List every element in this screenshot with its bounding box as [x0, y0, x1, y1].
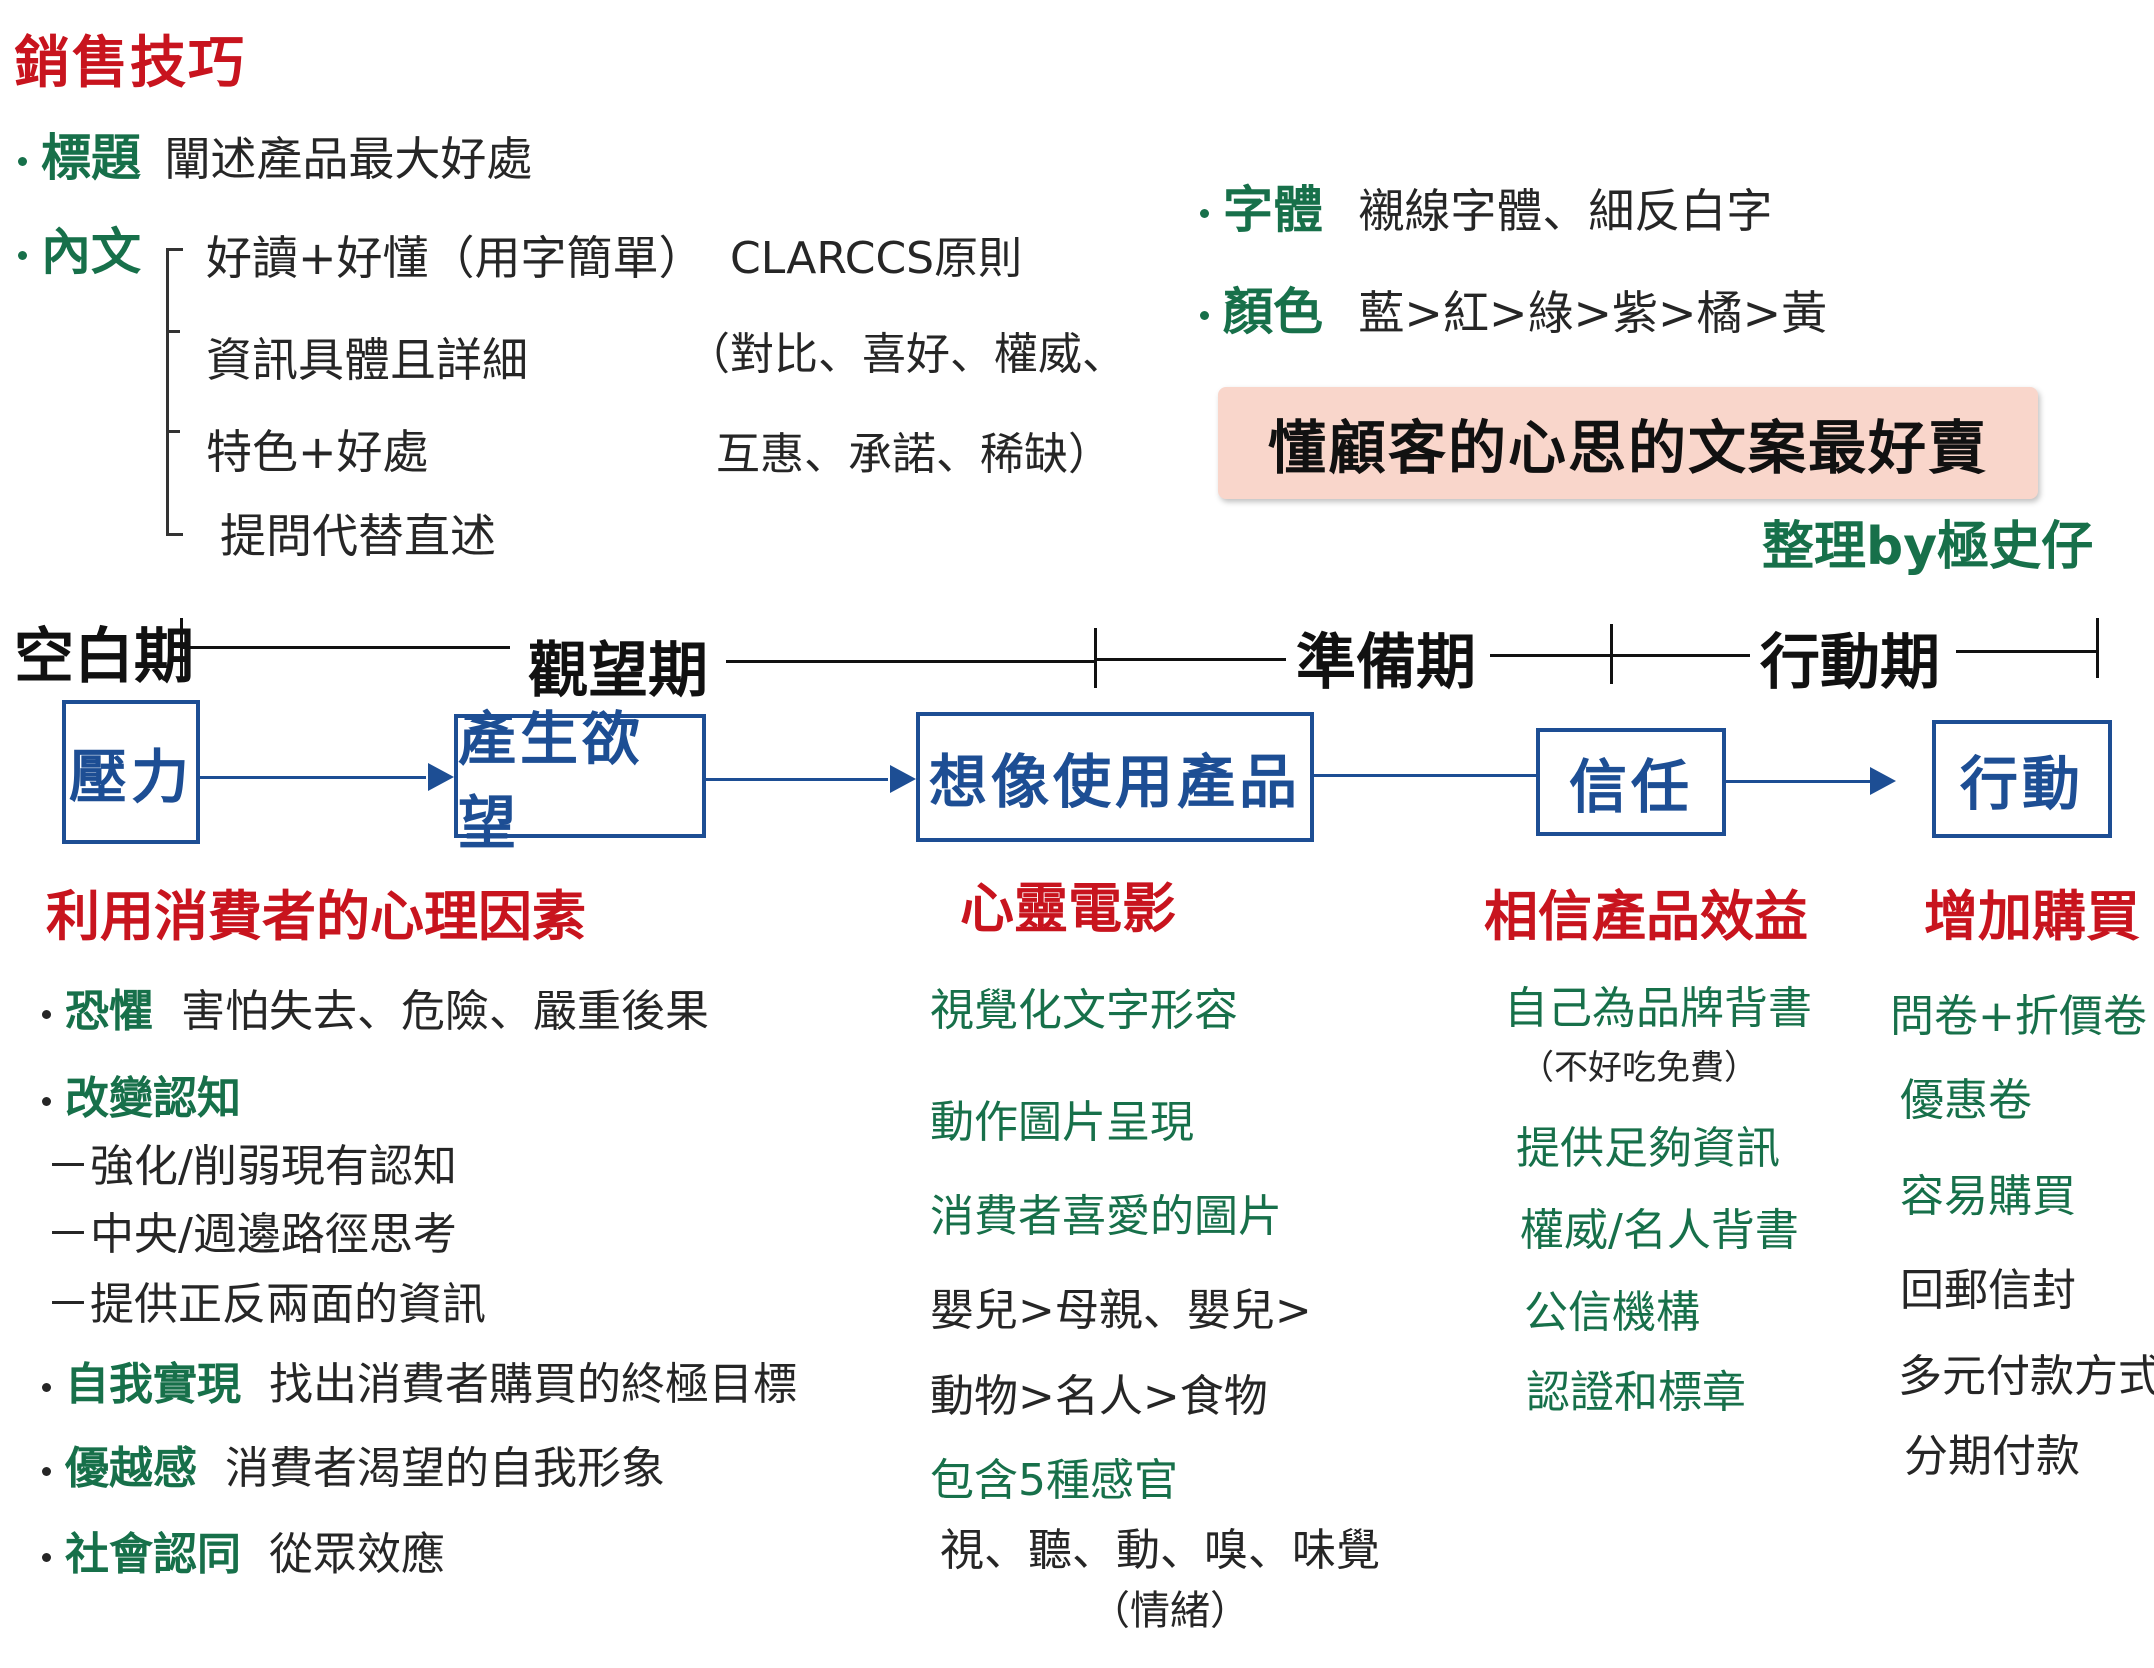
stage-label-prepare: 準備期 [1296, 628, 1476, 698]
col2-item: 動物>名人>食物 [930, 1371, 1268, 1422]
col3-item: 自己為品牌背書 [1504, 983, 1812, 1034]
box-desire: 產生欲望 [454, 705, 706, 857]
bullet-label: 字體 [1223, 181, 1323, 239]
stage-line [1956, 650, 2096, 653]
arrow-head-icon [890, 765, 916, 793]
col1-item: 優越感 消費者渴望的自我形象 [42, 1432, 665, 1496]
bullet-dot [1200, 311, 1209, 320]
col1-item-label: 自我實現 [65, 1359, 241, 1410]
bullet-dot [18, 157, 27, 166]
col1-item-text: 害怕失去、危險、嚴重後果 [181, 986, 709, 1037]
bullet-text: 襯線字體、細反白字 [1358, 184, 1773, 238]
col1-item-label: 優越感 [65, 1443, 197, 1494]
col4-item: 回郵信封 [1900, 1265, 2076, 1316]
stage-line [1490, 654, 1610, 657]
stage-label-action: 行動期 [1760, 628, 1940, 698]
bullet-dot [1200, 209, 1209, 218]
clarccs-line1: （對比、喜好、權威、 [686, 329, 1126, 380]
col2-heading: 心靈電影 [960, 877, 1176, 940]
clarccs-title: CLARCCS原則 [730, 233, 1023, 284]
clarccs-line2: 互惠、承諾、稀缺） [716, 429, 1112, 480]
bullet-text: 闡述產品最大好處 [164, 132, 533, 186]
col2-senses: 視、聽、動、嗅、味覺 [940, 1525, 1380, 1576]
col4-item: 分期付款 [1904, 1431, 2080, 1482]
bullet-dot [42, 1009, 51, 1019]
bullet-text: 藍>紅>綠>紫>橘>黃 [1358, 286, 1828, 340]
stage-label-watch: 觀望期 [528, 636, 708, 706]
col2-senses-note: （情緒） [1090, 1588, 1250, 1634]
col3-item: 認證和標章 [1526, 1367, 1746, 1418]
stage-line [1610, 654, 1750, 657]
box-imagine: 想像使用產品 [916, 712, 1314, 842]
col2-item: 包含5種感官 [930, 1455, 1178, 1506]
col1-item-text: 找出消費者購買的終極目標 [269, 1359, 797, 1410]
bullet-font-section: 字體 襯線字體、細反白字 [1200, 170, 1772, 242]
col4-item: 多元付款方式 [1898, 1351, 2154, 1402]
body-item: 好讀+好懂（用字簡單） [206, 231, 705, 285]
stage-line [1094, 658, 1286, 661]
bullet-color-section: 顏色 藍>紅>綠>紫>橘>黃 [1200, 272, 1827, 344]
col1-item: 自我實現 找出消費者購買的終極目標 [42, 1348, 797, 1412]
main-title: 銷售技巧 [14, 31, 246, 96]
col1-heading: 利用消費者的心理因素 [46, 885, 586, 948]
stage-line [180, 646, 510, 649]
credit-text: 整理by極史仔 [1762, 517, 2094, 577]
box-action: 行動 [1932, 720, 2112, 838]
bullet-label: 內文 [41, 223, 141, 281]
col1-subitem: －中央/週邊路徑思考 [46, 1209, 457, 1260]
body-item: 資訊具體且詳細 [206, 333, 528, 387]
bullet-dot [42, 1096, 51, 1106]
col1-item-text: 消費者渴望的自我形象 [225, 1443, 665, 1494]
col1-item-text: 從眾效應 [269, 1529, 445, 1580]
col2-item: 消費者喜愛的圖片 [930, 1191, 1282, 1242]
col3-item: 權威/名人背書 [1520, 1205, 1799, 1256]
col1-item-label: 改變認知 [65, 1073, 241, 1124]
arrow-line [1726, 780, 1882, 783]
bullet-dot [42, 1466, 51, 1476]
col4-item: 優惠卷 [1900, 1075, 2032, 1126]
arrow-head-icon [1870, 767, 1896, 795]
col4-item: 容易購買 [1900, 1171, 2076, 1222]
col1-item-label: 恐懼 [65, 986, 153, 1037]
col2-item: 動作圖片呈現 [930, 1097, 1194, 1148]
col4-heading: 增加購買 [1924, 885, 2140, 948]
stage-tick [2096, 618, 2099, 678]
bullet-label: 顏色 [1223, 283, 1323, 341]
col3-item: 提供足夠資訊 [1516, 1123, 1780, 1174]
col1-item: 社會認同 從眾效應 [42, 1518, 445, 1582]
bracket [166, 248, 183, 536]
bracket-tick [166, 430, 180, 433]
col3-heading: 相信產品效益 [1484, 885, 1808, 948]
col3-item-note: （不好吃免費） [1520, 1048, 1758, 1088]
arrow-line [200, 776, 426, 779]
col1-item: 恐懼 害怕失去、危險、嚴重後果 [42, 975, 709, 1039]
bracket-tick [166, 330, 180, 333]
bullet-dot [42, 1382, 51, 1392]
col4-item: 問卷+折價卷 [1890, 991, 2147, 1042]
bullet-dot [42, 1552, 51, 1562]
stage-line [726, 660, 1094, 663]
col2-item: 視覺化文字形容 [930, 985, 1238, 1036]
body-item: 提問代替直述 [220, 509, 496, 563]
col1-item-label: 社會認同 [65, 1529, 241, 1580]
arrow-line [1314, 774, 1536, 777]
bullet-body-section: 內文 [18, 212, 141, 284]
box-trust: 信任 [1536, 728, 1726, 836]
arrow-line [706, 778, 888, 781]
bullet-title-section: 標題 闡述產品最大好處 [18, 118, 532, 190]
col2-item: 嬰兒>母親、嬰兒> [930, 1285, 1312, 1336]
arrow-head-icon [428, 763, 454, 791]
bullet-label: 標題 [41, 129, 141, 187]
col1-subitem: －提供正反兩面的資訊 [46, 1279, 486, 1330]
box-pressure: 壓力 [62, 700, 200, 844]
slogan-banner: 懂顧客的心思的文案最好賣 [1218, 387, 2038, 499]
col3-item: 公信機構 [1524, 1287, 1700, 1338]
col1-item: 改變認知 [42, 1062, 241, 1126]
col1-subitem: －強化/削弱現有認知 [46, 1141, 457, 1192]
bullet-dot [18, 251, 27, 260]
stage-label-blank: 空白期 [14, 622, 194, 692]
body-item: 特色+好處 [206, 425, 429, 479]
